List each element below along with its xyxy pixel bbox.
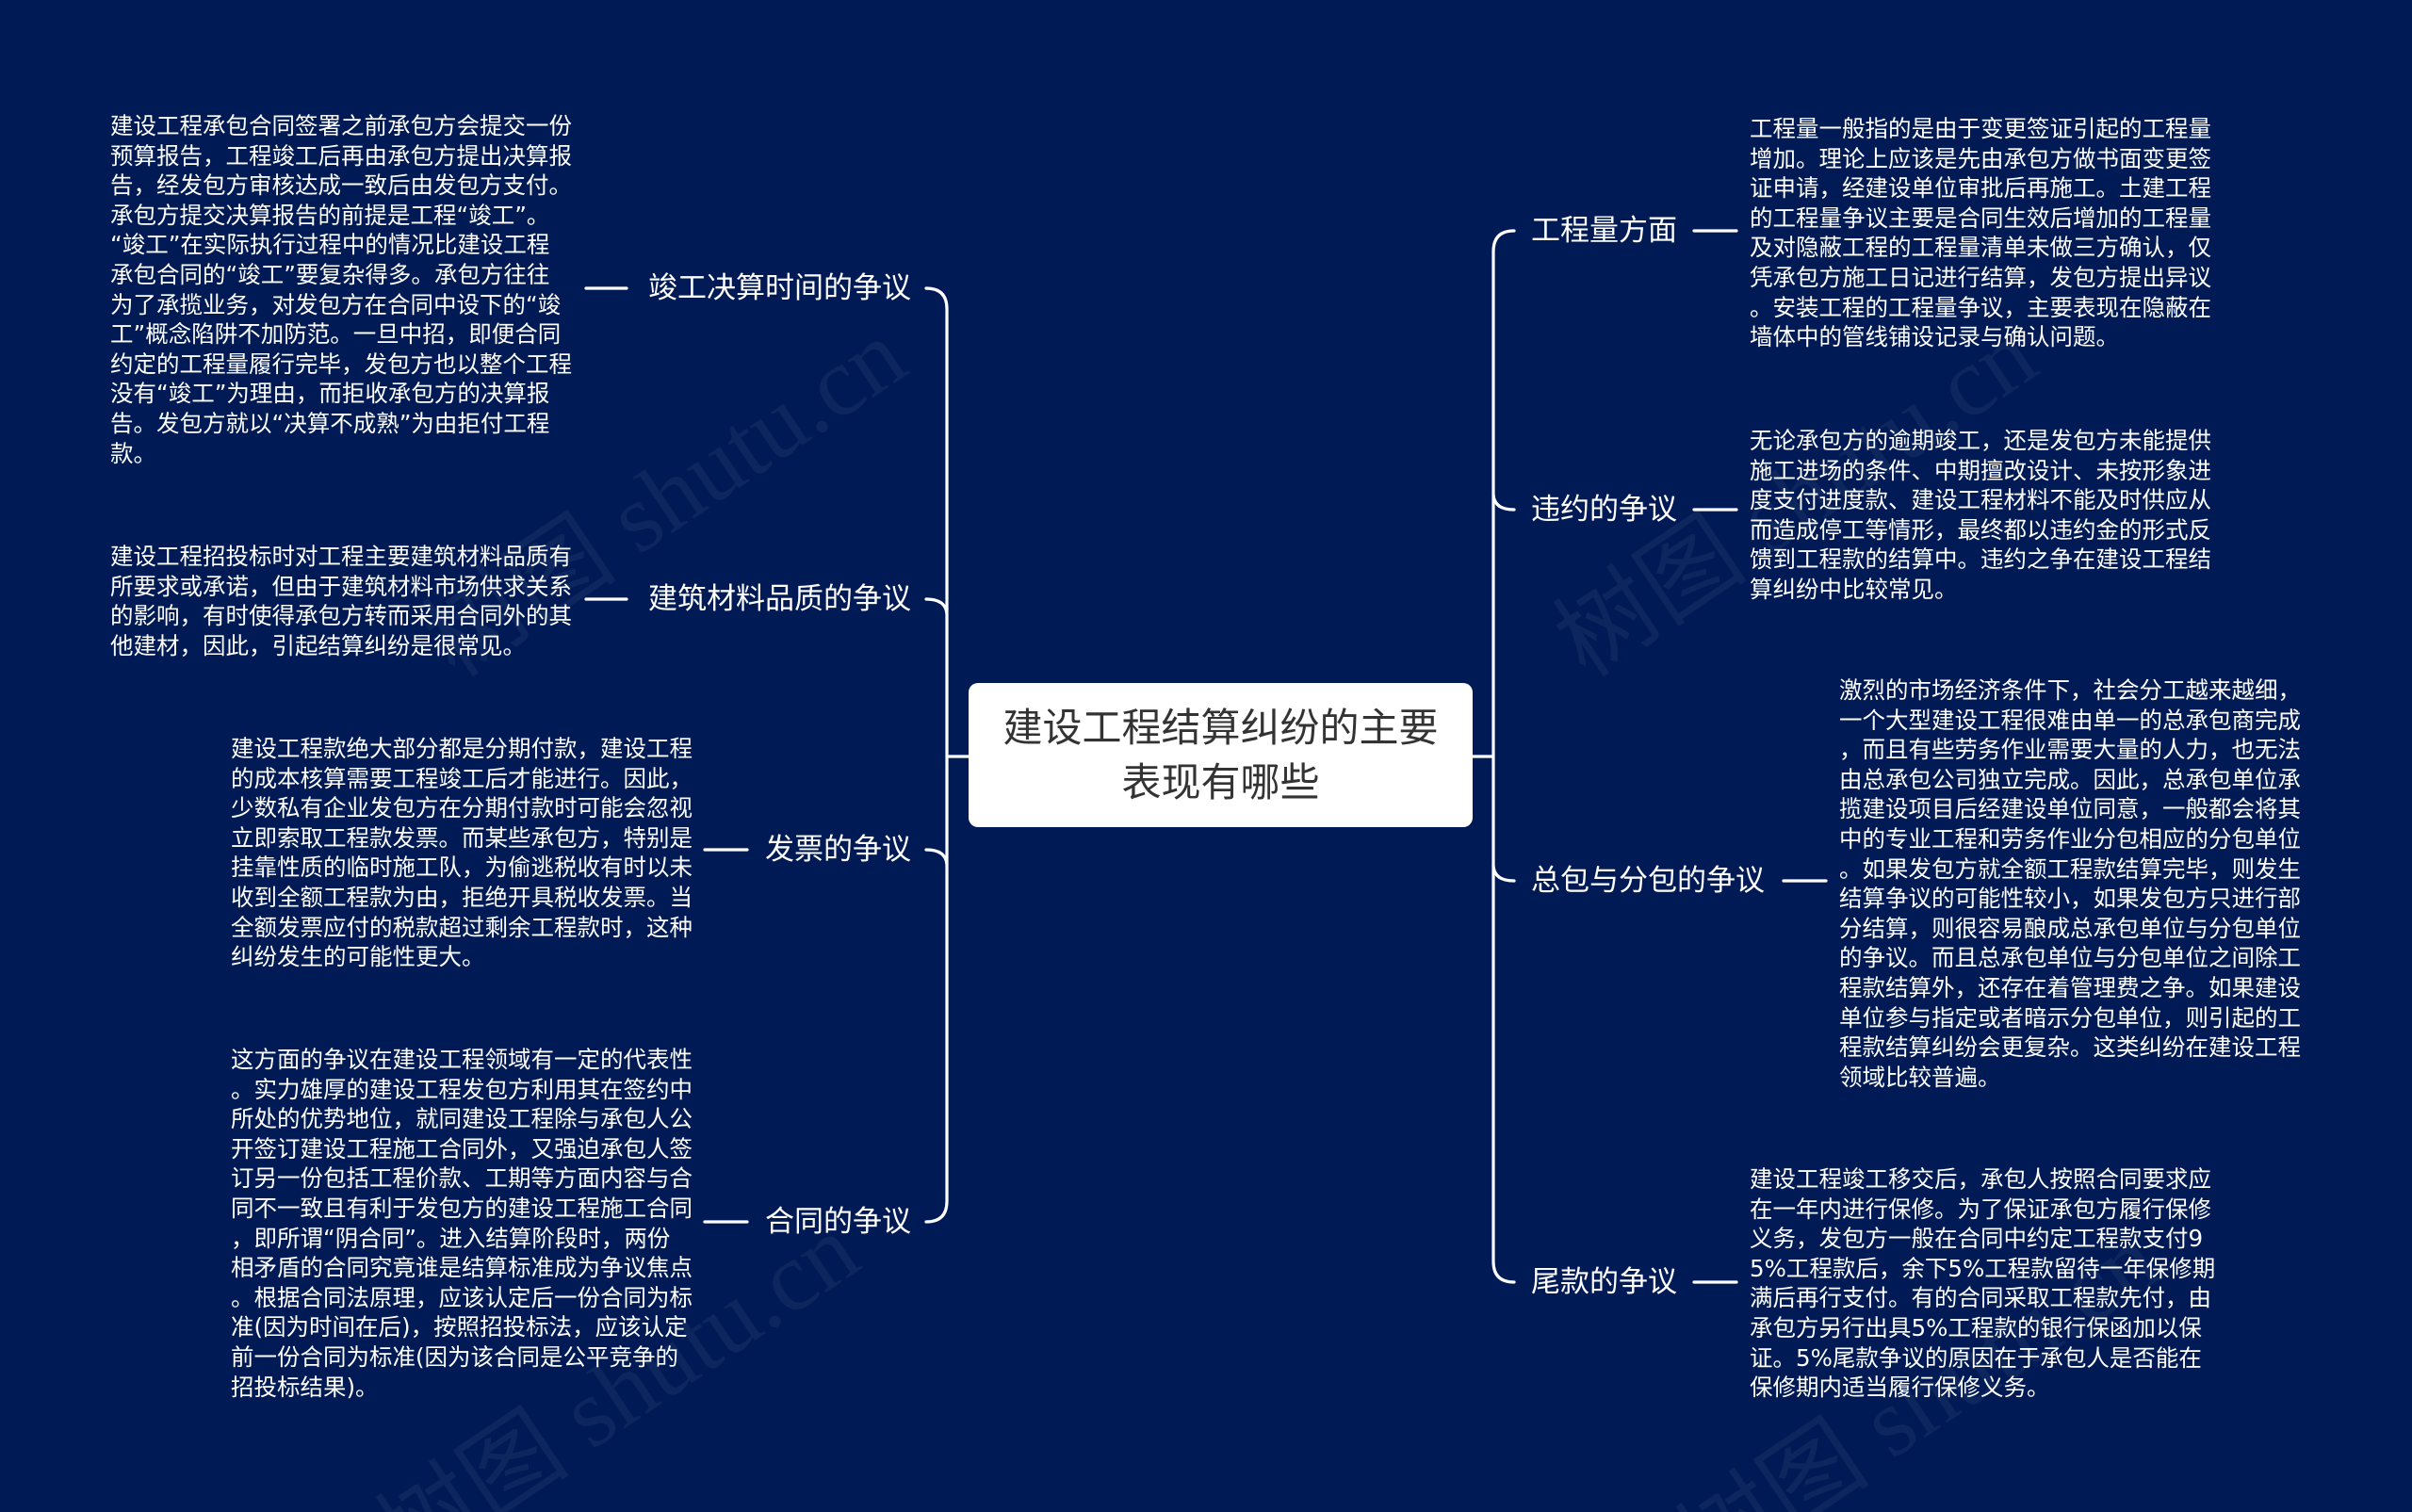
detail-line: 度支付进度款、建设工程材料不能及时供应从 [1750, 486, 2211, 514]
detail-line: 揽建设项目后经建设单位同意，一般都会将其 [1839, 795, 2301, 823]
detail-completion-settlement-time: 建设工程承包合同签署之前承包方会提交一份预算报告，工程竣工后再由承包方提出决算报… [110, 111, 572, 468]
detail-line: 义务，发包方一般在合同中约定工程款支付9 [1750, 1225, 2204, 1253]
detail-line: 承包方提交决算报告的前提是工程“竣工”。 [110, 201, 550, 229]
detail-line: 的工程量争议主要是合同生效后增加的工程量 [1750, 203, 2211, 232]
detail-line: 墙体中的管线铺设记录与确认问题。 [1750, 323, 2119, 351]
detail-line: 。实力雄厚的建设工程发包方利用其在签约中 [231, 1075, 693, 1103]
detail-subcontract: 激烈的市场经济条件下，社会分工越来越细，一个大型建设工程很难由单一的总承包商完成… [1839, 675, 2301, 1092]
central-topic-line: 建设工程结算纠纷的主要 [1002, 704, 1439, 751]
detail-line: 所要求或承诺，但由于建筑材料市场供求关系 [110, 572, 572, 600]
left-branch-curve [924, 848, 949, 867]
detail-line: 建设工程承包合同签署之前承包方会提交一份 [110, 112, 572, 139]
detail-line: 无论承包方的逾期竣工，还是发包方未能提供 [1750, 427, 2211, 454]
right-branch-curve [1491, 493, 1516, 512]
detail-line: 建设工程招投标时对工程主要建筑材料品质有 [110, 543, 572, 570]
branch-label-material-quality: 建筑材料品质的争议 [648, 582, 911, 616]
detail-line: ，即所谓“阴合同”。进入结算阶段时，两份 [231, 1224, 671, 1252]
detail-contract: 这方面的争议在建设工程领域有一定的代表性。实力雄厚的建设工程发包方利用其在签约中… [231, 1045, 693, 1402]
detail-line: 建设工程款绝大部分都是分期付款，建设工程 [231, 735, 693, 762]
detail-line: 。安装工程的工程量争议，主要表现在隐蔽在 [1750, 293, 2211, 321]
detail-line: 证。5%尾款争议的原因在于承包人是否能在 [1750, 1343, 2202, 1372]
detail-line: 保修期内适当履行保修义务。 [1750, 1374, 2050, 1402]
detail-line: 馈到工程款的结算中。违约之争在建设工程结 [1750, 545, 2211, 574]
detail-line: 分结算，则很容易酿成总承包单位与分包单位 [1839, 914, 2301, 942]
detail-line: 告。发包方就以“决算不成熟”为由拒付工程 [110, 409, 550, 437]
detail-line: 及对隐蔽工程的工程量清单未做三方确认，仅 [1750, 234, 2211, 262]
detail-line: 没有“竣工”为理由，而拒收承包方的决算报 [110, 380, 550, 408]
detail-line: 。如果发包方就全额工程款结算完毕，则发生 [1839, 854, 2301, 883]
detail-line: 证申请，经建设单位审批后再施工。土建工程 [1750, 174, 2211, 203]
detail-line: 。根据合同法原理，应该认定后一份合同为标 [231, 1283, 693, 1311]
detail-line: 约定的工程量履行完毕，发包方也以整个工程 [110, 350, 572, 378]
detail-line: 满后再行支付。有的合同采取工程款先付，由 [1750, 1284, 2211, 1312]
detail-line: 5%工程款后，余下5%工程款留待一年保修期 [1750, 1254, 2216, 1282]
detail-line: 增加。理论上应该是先由承包方做书面变更签 [1750, 144, 2211, 172]
detail-line: 工”概念陷阱不加防范。一旦中招，即便合同 [110, 320, 562, 349]
detail-line: 承包合同的“竣工”要复杂得多。承包方往往 [110, 260, 550, 288]
detail-line: 的成本核算需要工程竣工后才能进行。因此， [231, 764, 693, 792]
detail-line: 由总承包公司独立完成。因此，总承包单位承 [1839, 765, 2301, 793]
detail-line: 告，经发包方审核达成一致后由发包方支付。 [110, 171, 572, 200]
detail-invoice: 建设工程款绝大部分都是分期付款，建设工程的成本核算需要工程竣工后才能进行。因此，… [231, 734, 693, 972]
detail-line: 预算报告，工程竣工后再由承包方提出决算报 [110, 141, 572, 170]
detail-line: 领域比较普遍。 [1839, 1063, 2001, 1091]
detail-line: 招投标结果)。 [231, 1373, 379, 1401]
detail-line: 结算争议的可能性较小，如果发包方只进行部 [1839, 885, 2301, 913]
detail-line: 他建材，因此，引起结算纠纷是很常见。 [110, 631, 526, 659]
detail-line: 在一年内进行保修。为了保证承包方履行保修 [1750, 1195, 2211, 1223]
detail-breach: 无论承包方的逾期竣工，还是发包方未能提供施工进场的条件、中期擅改设计、未按形象进… [1750, 426, 2211, 605]
detail-line: 订另一份包括工程价款、工期等方面内容与合 [231, 1164, 693, 1193]
branch-label-completion-settlement-time: 竣工决算时间的争议 [648, 271, 911, 305]
detail-quantity: 工程量一般指的是由于变更签证引起的工程量增加。理论上应该是先由承包方做书面变更签… [1750, 114, 2211, 352]
detail-line: 承包方另行出具5%工程款的银行保函加以保 [1750, 1313, 2202, 1341]
left-branch-curve [924, 597, 949, 616]
detail-line: ，而且有些劳务作业需要大量的人力，也无法 [1839, 736, 2301, 764]
detail-line: 立即索取工程款发票。而某些承包方，特别是 [231, 823, 693, 852]
right-branch-curve [1491, 864, 1516, 883]
detail-line: 算纠纷中比较常见。 [1750, 575, 1958, 603]
detail-material-quality: 建设工程招投标时对工程主要建筑材料品质有所要求或承诺，但由于建筑材料市场供求关系… [110, 542, 572, 660]
detail-line: 一个大型建设工程很难由单一的总承包商完成 [1839, 706, 2301, 734]
detail-line: 建设工程竣工移交后，承包人按照合同要求应 [1750, 1165, 2211, 1193]
central-topic-node: 建设工程结算纠纷的主要表现有哪些 [969, 683, 1473, 827]
detail-line: 程款结算纠纷会更复杂。这类纠纷在建设工程 [1839, 1033, 2301, 1062]
branch-label-subcontract: 总包与分包的争议 [1531, 864, 1765, 898]
branch-label-invoice: 发票的争议 [765, 833, 911, 867]
detail-line: 少数私有企业发包方在分期付款时可能会忽视 [231, 794, 693, 822]
detail-line: 而造成停工等情形，最终都以违约金的形式反 [1750, 515, 2211, 544]
detail-line: 中的专业工程和劳务作业分包相应的分包单位 [1839, 824, 2301, 853]
detail-line: 工程量一般指的是由于变更签证引起的工程量 [1750, 115, 2211, 142]
branch-label-retention: 尾款的争议 [1531, 1265, 1677, 1299]
detail-line: 的影响，有时使得承包方转而采用合同外的其 [110, 602, 572, 630]
detail-line: 的争议。而且总承包单位与分包单位之间除工 [1839, 944, 2301, 972]
detail-retention: 建设工程竣工移交后，承包人按照合同要求应在一年内进行保修。为了保证承包方履行保修… [1750, 1164, 2215, 1403]
branch-label-contract: 合同的争议 [765, 1205, 911, 1239]
detail-line: “竣工”在实际执行过程中的情况比建设工程 [110, 231, 550, 259]
detail-line: 同不一致且有利于发包方的建设工程施工合同 [231, 1194, 693, 1222]
detail-line: 所处的优势地位，就同建设工程除与承包人公 [231, 1105, 693, 1133]
detail-line: 纠纷发生的可能性更大。 [231, 943, 485, 971]
detail-line: 款。 [110, 439, 156, 467]
detail-line: 前一份合同为标准(因为该合同是公平竞争的 [231, 1342, 679, 1371]
detail-line: 单位参与指定或者暗示分包单位，则引起的工 [1839, 1003, 2301, 1032]
detail-line: 为了承揽业务，对发包方在合同中设下的“竣 [110, 290, 562, 318]
detail-line: 程款结算外，还存在着管理费之争。如果建设 [1839, 973, 2301, 1001]
detail-line: 挂靠性质的临时施工队，为偷逃税收有时以未 [231, 854, 693, 882]
branch-label-quantity: 工程量方面 [1531, 214, 1677, 248]
detail-line: 准(因为时间在后)，按照招投标法，应该认定 [231, 1313, 688, 1341]
right-trunk-line [1491, 229, 1516, 1284]
detail-line: 相矛盾的合同究竟谁是结算标准成为争议焦点 [231, 1254, 693, 1282]
branch-label-breach: 违约的争议 [1531, 493, 1677, 527]
left-trunk-line [924, 286, 949, 1224]
detail-line: 开签订建设工程施工合同外，又强迫承包人签 [231, 1134, 693, 1162]
detail-line: 激烈的市场经济条件下，社会分工越来越细， [1839, 676, 2301, 704]
detail-line: 施工进场的条件、中期擅改设计、未按形象进 [1750, 456, 2211, 484]
detail-line: 凭承包方施工日记进行结算，发包方提出异议 [1750, 263, 2211, 291]
central-topic-line: 表现有哪些 [1121, 758, 1320, 805]
detail-line: 这方面的争议在建设工程领域有一定的代表性 [231, 1046, 693, 1073]
detail-line: 全额发票应付的税款超过剩余工程款时，这种 [231, 913, 693, 941]
detail-line: 收到全额工程款为由，拒绝开具税收发票。当 [231, 883, 693, 911]
